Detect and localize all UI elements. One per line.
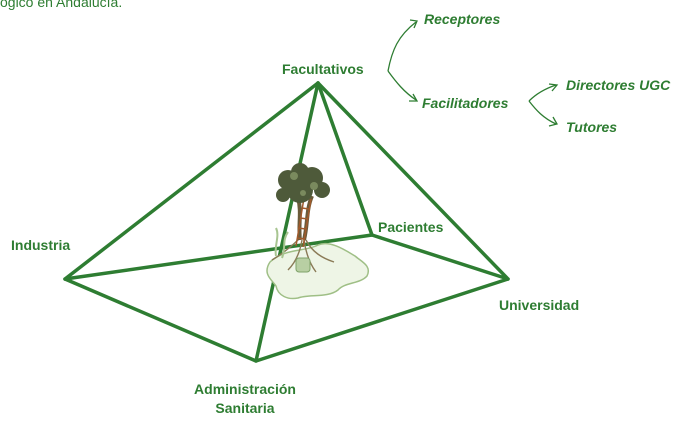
node-administracion-line1: Administración [194, 381, 296, 397]
branch-directores-ugc: Directores UGC [566, 77, 671, 93]
arrow-to-facilitadores [387, 70, 417, 101]
node-administracion-line2: Sanitaria [215, 400, 275, 416]
node-administracion-sanitaria: Administración Sanitaria [181, 381, 309, 416]
arrow-to-directores [528, 84, 557, 102]
node-pacientes: Pacientes [378, 219, 444, 235]
arrow-to-receptores [387, 21, 417, 72]
node-facultativos: Facultativos [282, 61, 364, 77]
branch-tutores: Tutores [566, 119, 618, 135]
edge-apex-industria [63, 81, 320, 281]
arrowhead-directores [548, 83, 559, 92]
header-fragment: ogico en Andalucía. [0, 0, 123, 10]
edge-apex-universidad [316, 81, 510, 281]
node-universidad: Universidad [499, 297, 580, 313]
arrowhead-receptores [409, 19, 418, 29]
arrowhead-tutores [548, 116, 558, 127]
node-industria: Industria [11, 237, 71, 253]
branch-receptores: Receptores [424, 11, 501, 27]
arrow-to-tutores [528, 100, 557, 125]
branch-arrows [387, 19, 559, 127]
edge-apex-administracion [254, 81, 320, 363]
tree-andalucia-emblem-icon [266, 163, 369, 300]
branch-facilitadores: Facilitadores [422, 95, 509, 111]
arrowhead-facilitadores [409, 93, 419, 102]
edge-apex-pacientes [316, 81, 374, 237]
